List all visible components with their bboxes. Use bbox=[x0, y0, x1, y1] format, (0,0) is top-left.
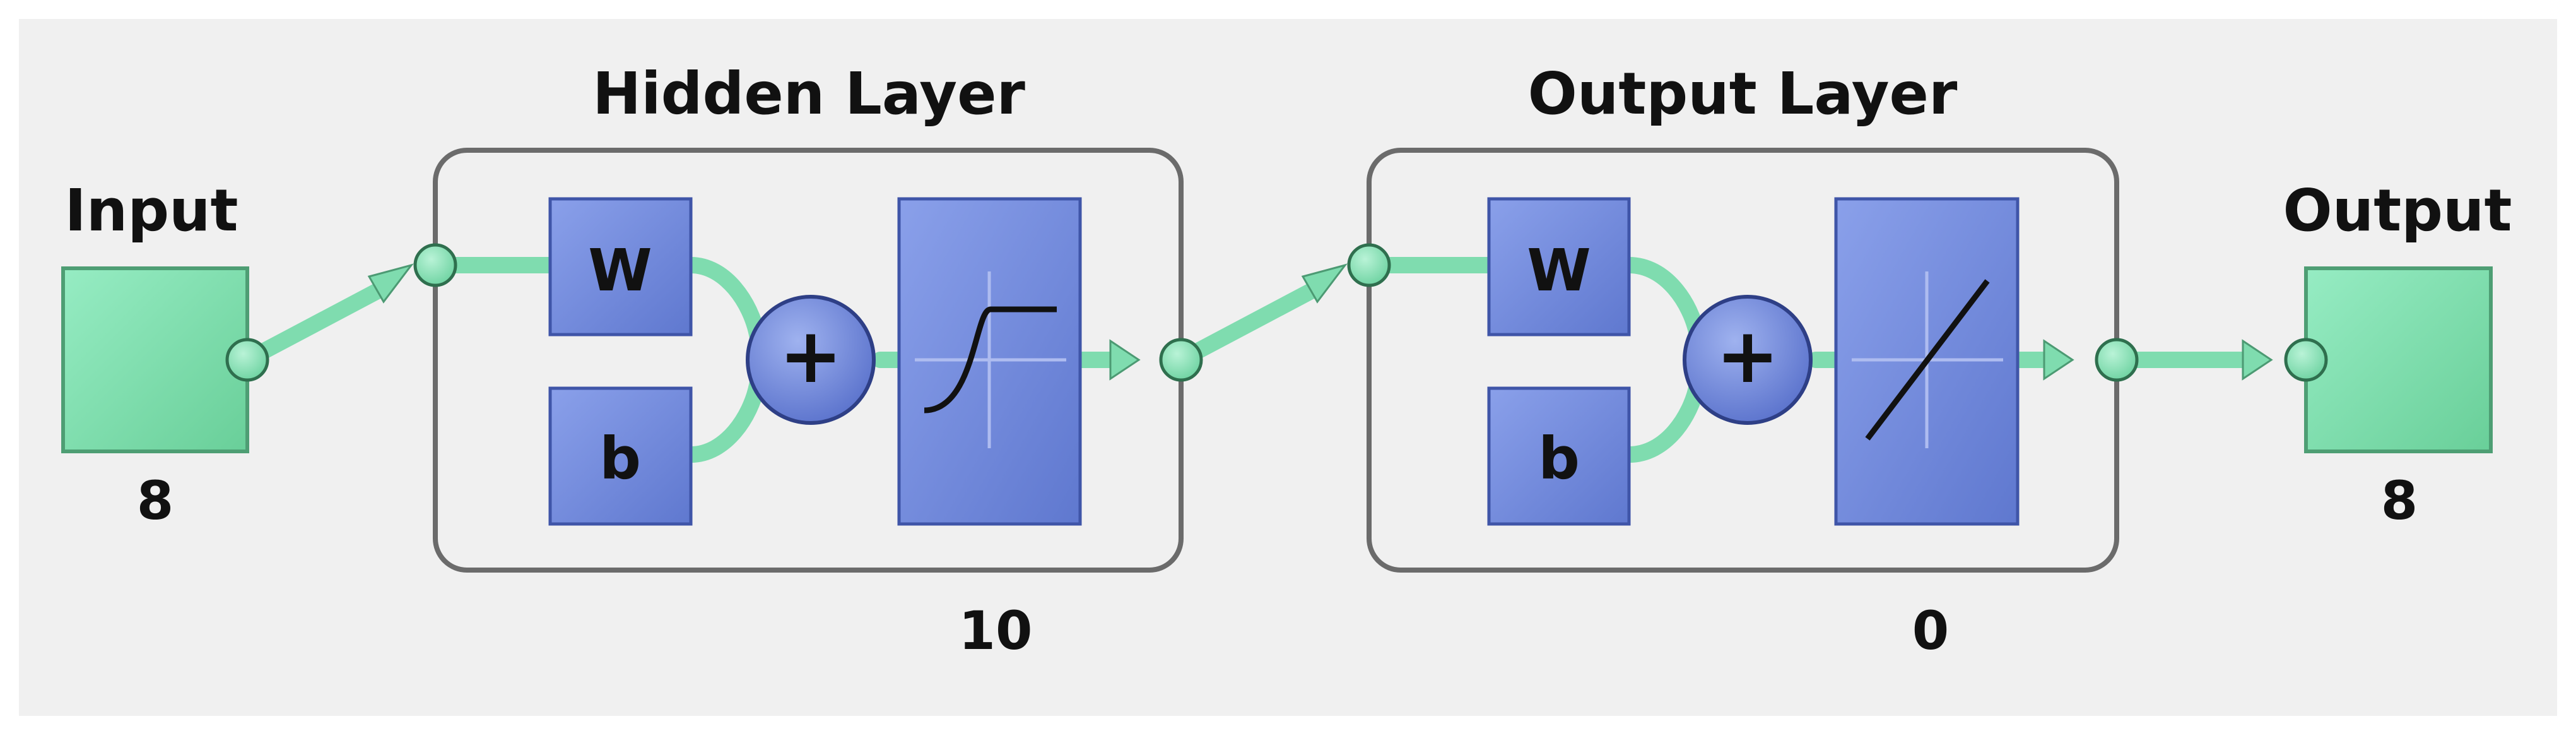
input-size: 8 bbox=[137, 470, 173, 532]
hidden-bias-block bbox=[548, 386, 693, 526]
output-bias-block bbox=[1487, 386, 1631, 526]
connection-nodes bbox=[225, 243, 2328, 382]
output-sum-junction bbox=[1683, 295, 1813, 425]
hidden-layer-title: Hidden Layer bbox=[592, 60, 1025, 128]
output-bias-label: b bbox=[1538, 425, 1580, 492]
input-label: Input bbox=[64, 177, 238, 244]
output-label: Output bbox=[2283, 177, 2512, 244]
output-weight-block bbox=[1487, 197, 1631, 336]
arrow-icon bbox=[1301, 263, 1348, 304]
hidden-layer-size: 10 bbox=[959, 600, 1033, 662]
purelin-icon bbox=[1852, 271, 2003, 448]
output-size: 8 bbox=[2381, 470, 2418, 532]
output-port-icon bbox=[2284, 338, 2328, 382]
hidden-weight-label: W bbox=[588, 237, 652, 304]
tansig-icon bbox=[915, 271, 1066, 448]
hidden-sum-junction bbox=[746, 295, 876, 425]
hidden-layer-input-port-icon bbox=[413, 243, 457, 287]
output-layer-title: Output Layer bbox=[1528, 60, 1958, 128]
output-block bbox=[2304, 266, 2493, 453]
output-layer-input-port-icon bbox=[1347, 243, 1391, 287]
hidden-weight-block bbox=[548, 197, 693, 336]
input-port-icon bbox=[225, 338, 269, 382]
hidden-sum-symbol: + bbox=[779, 312, 843, 400]
output-weight-label: W bbox=[1527, 237, 1591, 304]
output-layer-size: 0 bbox=[1912, 600, 1949, 662]
hidden-bias-label: b bbox=[599, 425, 641, 492]
output-sum-symbol: + bbox=[1716, 312, 1780, 400]
arrow-icon bbox=[367, 263, 414, 304]
input-block bbox=[61, 266, 249, 453]
output-layer-output-port-icon bbox=[2095, 338, 2139, 382]
connection-input-to-hidden bbox=[239, 282, 387, 368]
connection-hidden-to-output bbox=[1173, 282, 1320, 368]
hidden-layer-output-port-icon bbox=[1159, 338, 1203, 382]
arrow-icon bbox=[2242, 339, 2273, 381]
